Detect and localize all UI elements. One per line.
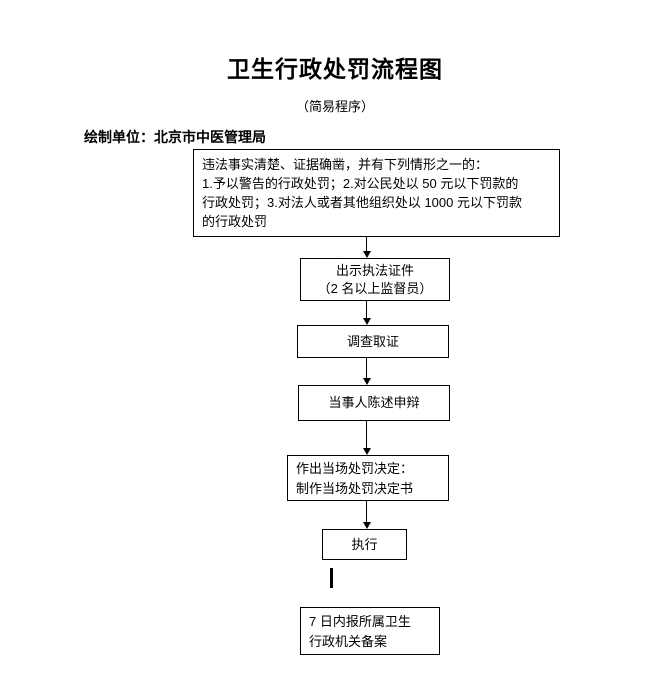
arrow-down-icon xyxy=(362,318,371,325)
flow-arrow-4 xyxy=(362,421,371,455)
arrow-shaft xyxy=(366,358,367,379)
arrow-down-icon xyxy=(362,378,371,385)
flow-box-condition: 违法事实清楚、证据确凿，并有下列情形之一的： 1.予以警告的行政处罚；2.对公民… xyxy=(193,149,560,237)
arrow-shaft xyxy=(366,237,367,252)
arrow-shaft xyxy=(366,421,367,449)
condition-line-2: 1.予以警告的行政处罚；2.对公民处以 50 元以下罚款的 xyxy=(202,176,519,191)
show-credentials-line-2: （2 名以上监督员） xyxy=(317,280,433,296)
onsite-decision-line-1: 作出当场处罚决定： xyxy=(296,461,414,476)
flow-arrow-3 xyxy=(362,358,371,385)
investigate-label: 调查取证 xyxy=(346,333,399,349)
flow-box-statement-defense: 当事人陈述申辩 xyxy=(298,385,450,421)
page-subtitle: （简易程序） xyxy=(295,99,374,114)
flow-box-onsite-decision: 作出当场处罚决定： 制作当场处罚决定书 xyxy=(287,455,449,501)
arrow-shaft xyxy=(366,301,367,319)
flow-box-execute: 执行 xyxy=(322,529,407,560)
flow-arrow-5 xyxy=(362,501,371,529)
arrow-down-icon xyxy=(362,448,371,455)
statement-defense-label: 当事人陈述申辩 xyxy=(328,395,420,410)
show-credentials-line-1: 出示执法证件 xyxy=(335,262,414,278)
flow-connector-segment xyxy=(330,568,333,588)
flow-arrow-2 xyxy=(362,301,371,325)
flow-box-investigate: 调查取证 xyxy=(297,325,449,358)
execute-label: 执行 xyxy=(351,536,378,552)
filing-line-2: 行政机关备案 xyxy=(309,634,388,649)
page-title: 卫生行政处罚流程图 xyxy=(227,56,443,82)
flow-arrow-1 xyxy=(362,237,371,258)
flow-box-show-credentials: 出示执法证件 （2 名以上监督员） xyxy=(300,258,450,301)
onsite-decision-line-2: 制作当场处罚决定书 xyxy=(296,481,414,496)
condition-line-3: 行政处罚；3.对法人或者其他组织处以 1000 元以下罚款 xyxy=(202,195,522,210)
credit-line: 绘制单位：北京市中医管理局 xyxy=(84,129,266,145)
condition-line-1: 违法事实清楚、证据确凿，并有下列情形之一的： xyxy=(202,157,489,172)
arrow-shaft xyxy=(366,501,367,523)
arrow-down-icon xyxy=(362,522,371,529)
filing-line-1: 7 日内报所属卫生 xyxy=(309,614,411,629)
arrow-down-icon xyxy=(362,251,371,258)
flow-box-filing: 7 日内报所属卫生 行政机关备案 xyxy=(300,607,440,655)
condition-line-4: 的行政处罚 xyxy=(202,214,268,229)
